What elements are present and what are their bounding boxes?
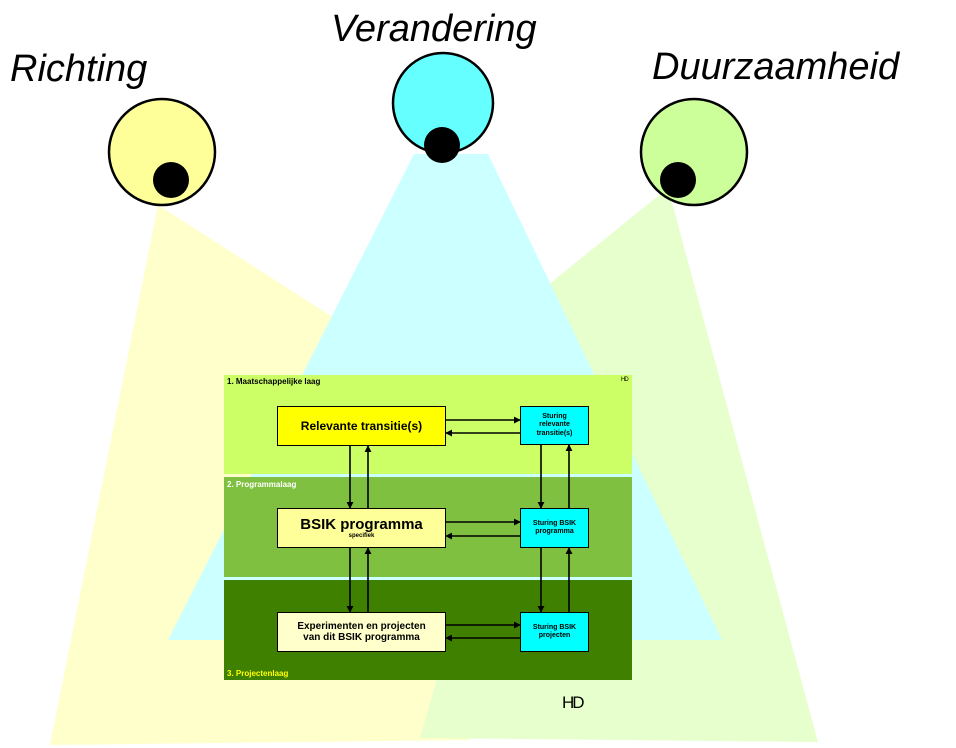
heading-verandering: Verandering bbox=[331, 8, 537, 50]
verandering-light-eye bbox=[424, 127, 460, 163]
box-sturing-programma-line1: Sturing BSIK bbox=[532, 519, 577, 527]
box-bsik-programma: BSIK programma specifiek bbox=[277, 508, 446, 548]
layer-label-projecten: 3. Projectenlaag bbox=[227, 669, 289, 678]
box-experimenten-projecten: Experimenten en projecten van dit BSIK p… bbox=[277, 612, 446, 652]
box-sturing-programma-line2: programma bbox=[535, 528, 574, 535]
duurzaamheid-light-eye bbox=[660, 162, 696, 198]
box-bsik-programma-sub: specifiek bbox=[348, 532, 375, 539]
footer-mark: HD bbox=[562, 693, 585, 712]
box-sturing-projecten-line2: projecten bbox=[538, 632, 571, 639]
box-relevante-transities: Relevante transitie(s) bbox=[277, 406, 446, 446]
heading-duurzaamheid: Duurzaamheid bbox=[652, 46, 900, 88]
box-bsik-programma-label: BSIK programma bbox=[300, 515, 423, 533]
box-experimenten-line2: van dit BSIK programma bbox=[303, 632, 420, 643]
box-relevante-transities-label: Relevante transitie(s) bbox=[300, 419, 423, 433]
layer-label-maatschappelijk: 1. Maatschappelijke laag bbox=[227, 377, 321, 386]
box-sturing-transities-line2: relevante bbox=[539, 421, 570, 429]
layer-label-programma: 2. Programmalaag bbox=[227, 480, 297, 489]
box-experimenten-line1: Experimenten en projecten bbox=[297, 620, 426, 632]
box-sturing-projecten-line1: Sturing BSIK bbox=[532, 623, 577, 631]
box-sturing-transities-line3: transitie(s) bbox=[536, 429, 573, 437]
box-sturing-programma: Sturing BSIK programma bbox=[520, 508, 589, 548]
corner-mark: HD bbox=[621, 377, 629, 383]
box-sturing-transities-line1: Sturing bbox=[542, 413, 567, 421]
richting-light-eye bbox=[153, 162, 189, 198]
box-sturing-projecten: Sturing BSIK projecten bbox=[520, 612, 589, 652]
heading-richting: Richting bbox=[10, 48, 148, 90]
box-sturing-transities: Sturing relevante transitie(s) bbox=[520, 406, 589, 445]
